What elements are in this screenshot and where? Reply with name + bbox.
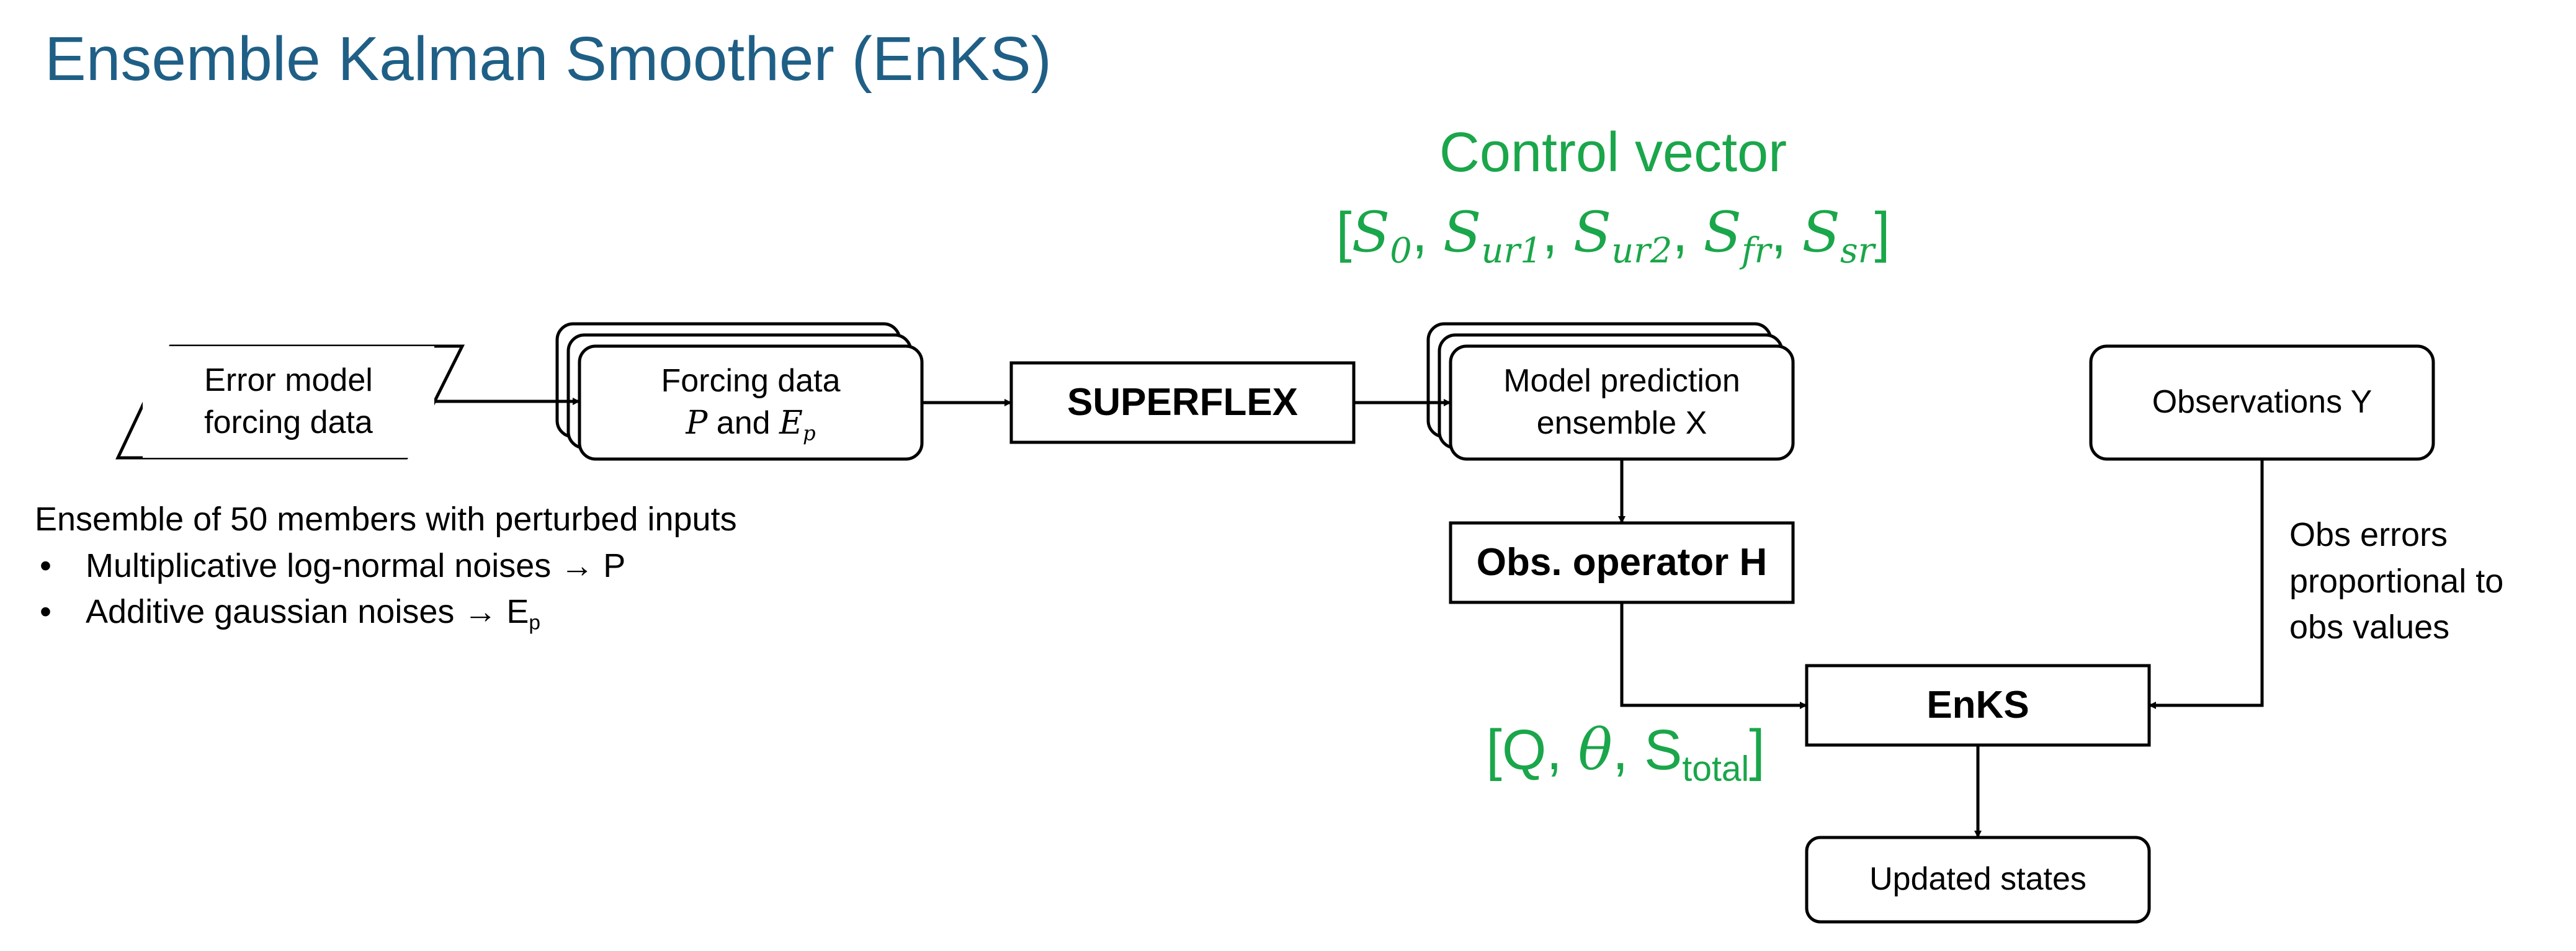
state-var-theta: θ <box>1578 717 1612 783</box>
obs-errors-line1: Obs errors <box>2289 516 2448 553</box>
forcing-var-e: E <box>779 404 803 442</box>
separator: , <box>1672 202 1704 264</box>
control-var-sub: ur1 <box>1481 230 1542 271</box>
separator: , <box>1542 202 1573 264</box>
prediction-label-line1: Model prediction <box>1503 363 1740 400</box>
obs-errors-line3: obs values <box>2289 609 2450 646</box>
prediction-label-line2: ensemble X <box>1536 405 1707 441</box>
control-var-base: S <box>1442 200 1482 265</box>
page-title: Ensemble Kalman Smoother (EnKS) <box>45 24 1052 94</box>
ensemble-note-heading: Ensemble of 50 members with perturbed in… <box>35 501 737 538</box>
error-model-label-line2: forcing data <box>204 404 373 440</box>
bullet-text: Multiplicative log-normal noises → P <box>86 547 626 584</box>
separator: , <box>1411 202 1443 264</box>
separator: , <box>1546 718 1578 782</box>
state-var-q: Q <box>1501 718 1547 782</box>
control-var-sub: 0 <box>1390 230 1412 271</box>
control-var-base: S <box>1573 200 1612 265</box>
control-var-base: S <box>1351 200 1390 265</box>
forcing-label-line1: Forcing data <box>661 363 841 400</box>
control-vector-title: Control vector <box>1439 122 1787 184</box>
enks-box-shape <box>1805 664 2151 747</box>
control-vector: [S0, Sur1, Sur2, Sfr, Ssr] <box>1241 200 1985 268</box>
ensemble-note-list: Multiplicative log-normal noises → P Add… <box>35 543 737 635</box>
error-model-label-line1: Error model <box>204 362 373 399</box>
state-var-s: S <box>1644 718 1683 782</box>
control-vector-close-bracket: ] <box>1874 202 1890 264</box>
control-var-sub: sr <box>1840 230 1875 271</box>
error-model-node: Error model forcing data <box>143 346 434 458</box>
control-var-base: S <box>1802 200 1841 265</box>
superflex-node: SUPERFLEX <box>1067 380 1299 424</box>
state-vector-open-bracket: [ <box>1486 718 1502 782</box>
separator: , <box>1771 202 1802 264</box>
obs-errors-line2: proportional to <box>2289 562 2504 600</box>
control-var-sub: ur2 <box>1611 230 1673 271</box>
arrow-observations-to-enks <box>2149 459 2264 709</box>
enks-node: EnKS <box>1926 683 2029 726</box>
obs-operator-box-shape <box>1449 521 1795 604</box>
bullet-sub: p <box>529 611 541 635</box>
separator: , <box>1612 718 1645 782</box>
control-var-base: S <box>1703 200 1742 265</box>
forcing-var-e-sub: p <box>802 421 816 445</box>
state-var-s-sub: total <box>1682 749 1750 789</box>
control-var-sub: fr <box>1742 230 1771 271</box>
observations-node: Observations Y <box>2152 384 2373 421</box>
arrow-operator-to-enks <box>1620 602 1807 709</box>
bullet-text: Additive gaussian noises → E <box>86 593 529 631</box>
list-item: Additive gaussian noises → Ep <box>35 589 737 635</box>
obs-operator-node: Obs. operator H <box>1476 540 1768 584</box>
forcing-and: and <box>707 405 780 441</box>
state-vector: [Q, θ, Stotal] <box>1470 717 1781 787</box>
updated-states-node: Updated states <box>1869 861 2086 898</box>
control-vector-open-bracket: [ <box>1336 202 1352 264</box>
list-item: Multiplicative log-normal noises → P <box>35 543 737 589</box>
state-vector-close-bracket: ] <box>1749 718 1765 782</box>
obs-errors-note: Obs errors proportional to obs values <box>2289 512 2503 651</box>
model-prediction-node: Model prediction ensemble X <box>1454 349 1789 457</box>
ensemble-note: Ensemble of 50 members with perturbed in… <box>35 496 737 635</box>
forcing-var-p: P <box>686 404 708 442</box>
